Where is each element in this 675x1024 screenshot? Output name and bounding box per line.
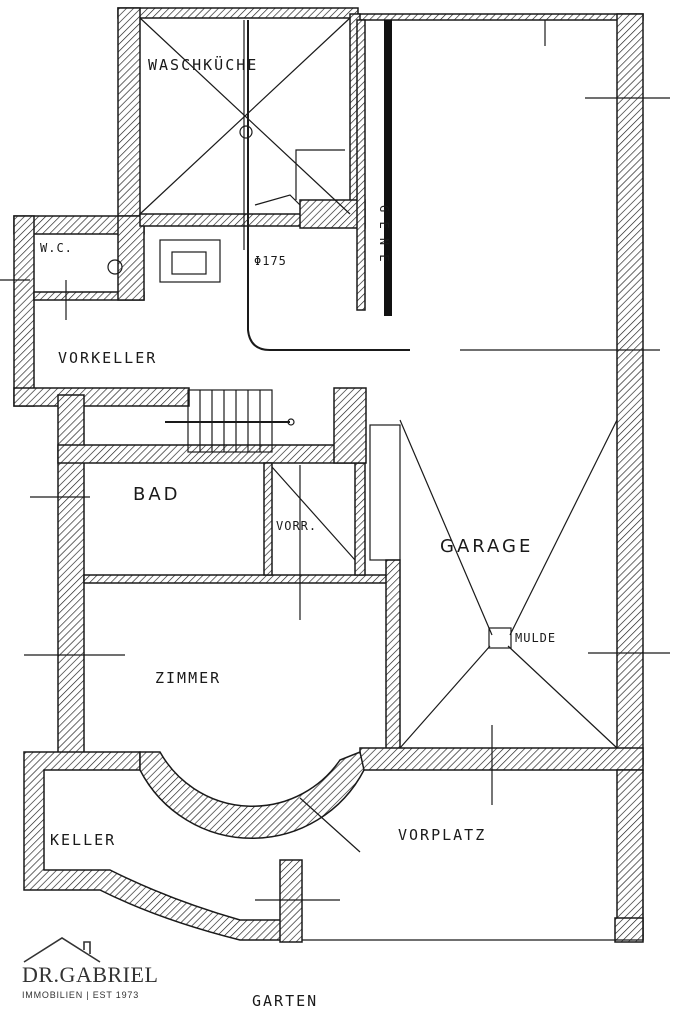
label-wc: W.C. — [40, 241, 73, 255]
wall-vorplatz-corner — [614, 917, 644, 943]
label-vorkeller: VORKELLER — [58, 349, 157, 367]
vorr-door — [271, 466, 356, 561]
waschkueche-diag-2 — [139, 17, 351, 215]
mulde-box — [488, 627, 512, 649]
wall-left-waschkueche — [117, 7, 141, 219]
wall-garage-left-top — [333, 387, 367, 464]
wall-right-outer — [616, 13, 644, 765]
wall-pillar — [299, 199, 366, 229]
wall-stair-left — [356, 19, 366, 311]
label-mulde: MULDE — [515, 631, 556, 645]
label-keller: KELLER — [50, 831, 116, 849]
wall-vorplatz-right — [616, 769, 644, 941]
staircase — [165, 389, 295, 453]
wall-garage-left — [385, 559, 401, 756]
wall-wc-right — [117, 215, 145, 301]
wall-bad-right — [263, 462, 273, 576]
logo-name: DR.GABRIEL — [22, 962, 159, 987]
garage-diag-1 — [399, 419, 493, 636]
wall-zimmer-arc — [139, 750, 365, 840]
pipes — [107, 20, 660, 351]
wall-vorplatz-left — [279, 859, 303, 943]
logo-tagline: IMMOBILIEN | EST 1973 — [22, 990, 140, 1000]
garage-diag-3 — [399, 645, 491, 749]
wall-vorr-right — [354, 462, 366, 576]
garage-diag-2 — [509, 419, 618, 636]
house-icon — [23, 937, 101, 963]
label-stair-vertical: G E N E — [377, 205, 391, 263]
company-logo: DR.GABRIEL IMMOBILIEN | EST 1973 — [22, 934, 162, 1004]
door-swing-zimmer — [299, 797, 361, 853]
wall-top-waschkueche — [117, 7, 359, 19]
wall-garage-bottom — [359, 747, 644, 771]
label-zimmer: ZIMMER — [155, 669, 221, 687]
label-pipe-diameter: Φ175 — [254, 254, 287, 268]
wall-keller-outer — [23, 751, 301, 941]
label-garage: GARAGE — [440, 536, 533, 557]
stair-bar — [384, 20, 392, 316]
wall-vorkeller-bottom — [13, 387, 190, 407]
label-vorr: VORR. — [276, 519, 317, 533]
label-waschkueche: WASCHKÜCHE — [148, 55, 258, 74]
garage-diag-4 — [507, 645, 618, 749]
label-vorplatz: VORPLATZ — [398, 826, 486, 844]
label-bad: BAD — [133, 484, 181, 505]
wall-vorkeller-left — [13, 215, 35, 407]
wall-bad-top — [57, 444, 359, 464]
garage-passage — [369, 424, 401, 561]
label-garten: GARTEN — [252, 992, 318, 1010]
wall-zimmer-top — [83, 574, 397, 584]
wall-top-garage — [357, 13, 644, 21]
